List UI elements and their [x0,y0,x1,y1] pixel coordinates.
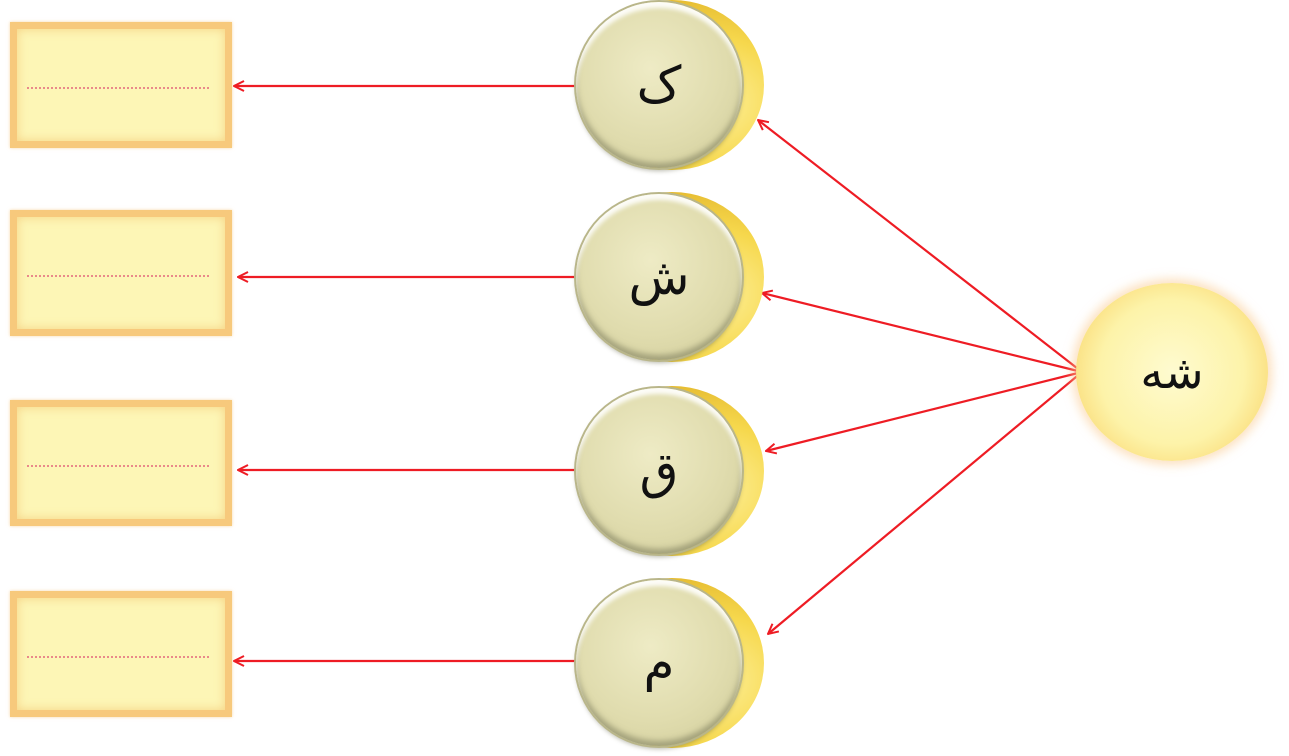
letter-coin-2: ش [574,192,766,364]
letter-label: ق [639,442,679,500]
coin-face [576,2,742,168]
coin-face [576,194,742,360]
letter-coin-4: م [574,578,766,750]
arrow-center-to-letter-3 [766,370,1083,451]
answer-dotted-line [27,87,209,89]
arrow-center-to-letter-4 [768,371,1083,634]
arrow-center-to-letter-1 [758,120,1083,373]
answer-dotted-line [27,656,209,658]
answer-dotted-line [27,465,209,467]
letter-label: ک [636,56,682,114]
answer-box-2[interactable] [10,210,232,336]
answer-box-1[interactable] [10,22,232,148]
arrow-center-to-letter-2 [762,293,1083,374]
letter-label: ش [628,248,690,306]
center-syllable-circle: شه [1076,283,1268,461]
answer-box-4[interactable] [10,591,232,717]
answer-dotted-line [27,275,209,277]
letter-label: م [643,634,675,692]
letter-coin-1: ک [574,0,766,172]
center-syllable-label: شه [1140,345,1204,399]
letter-coin-3: ق [574,386,766,558]
answer-box-3[interactable] [10,400,232,526]
coin-face [576,388,742,554]
coin-face [576,580,742,746]
